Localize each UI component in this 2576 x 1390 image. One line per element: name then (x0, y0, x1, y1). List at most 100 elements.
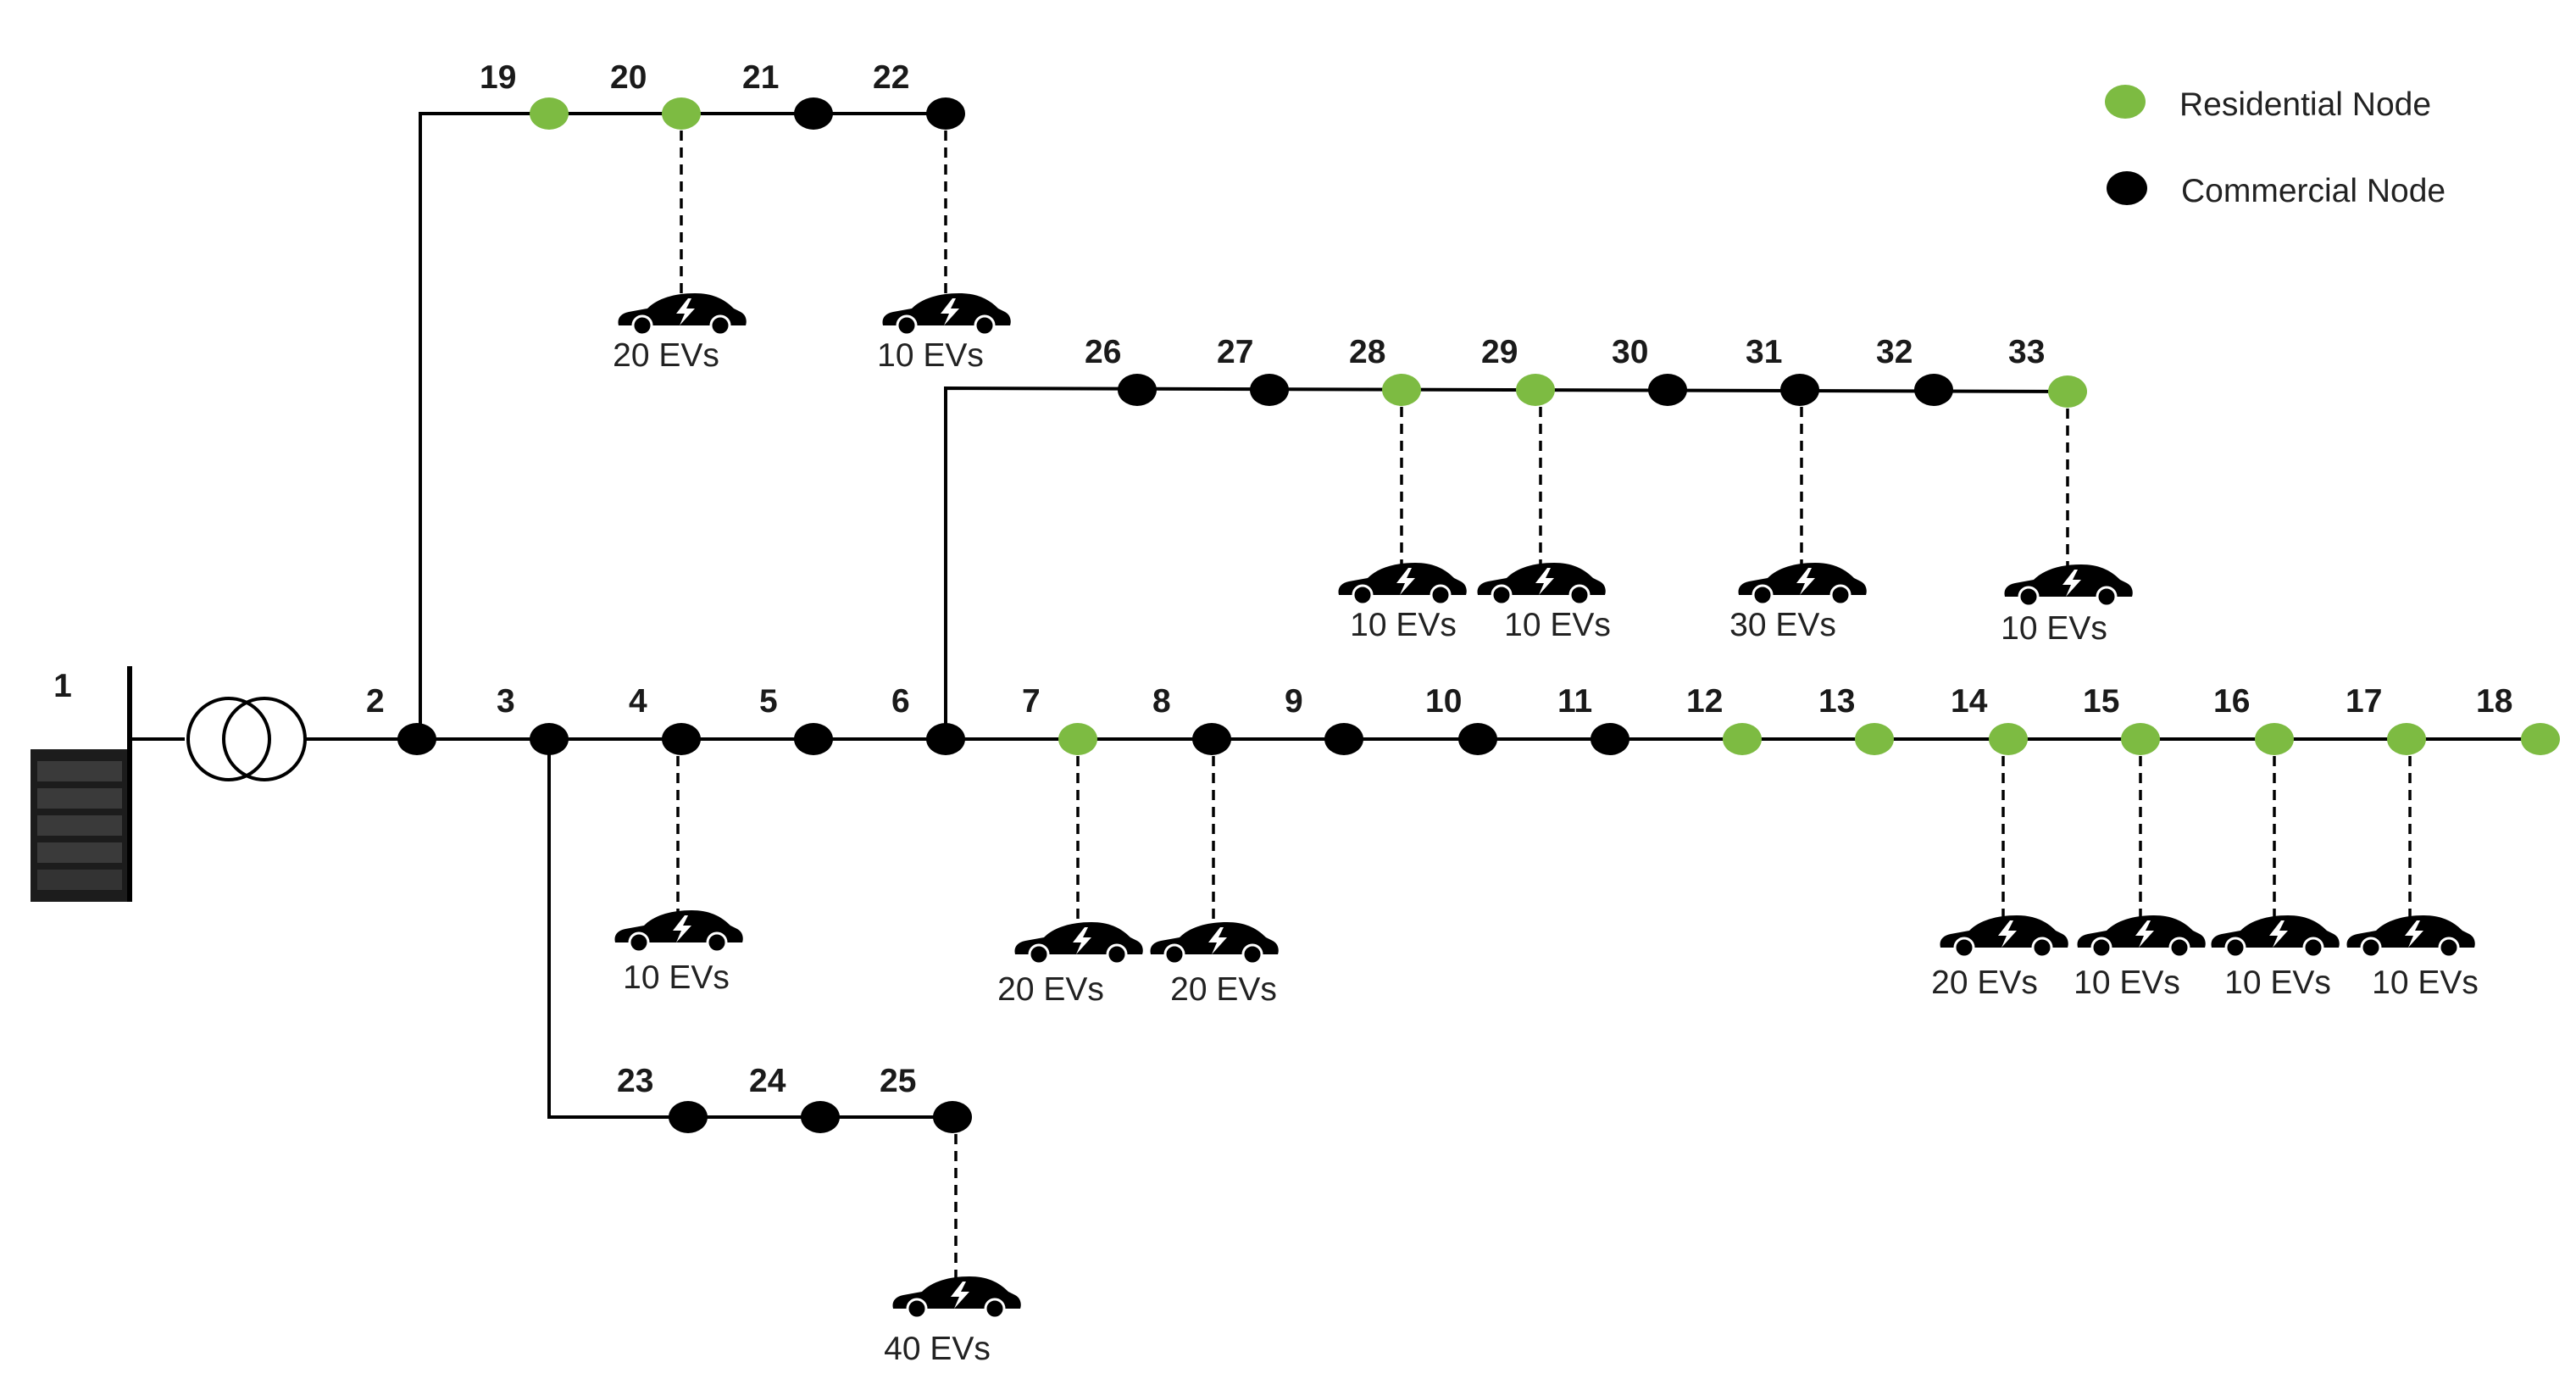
residential-node-33 (2048, 375, 2087, 408)
commercial-node-23 (669, 1101, 708, 1133)
node-label-31: 31 (1746, 334, 1782, 370)
node-label-8: 8 (1152, 683, 1171, 720)
legend-commercial-label: Commercial Node (2181, 173, 2446, 209)
node-label-6: 6 (891, 683, 910, 720)
commercial-node-10 (1458, 723, 1497, 755)
ev-count-label-7: 20 EVs (997, 971, 1104, 1008)
commercial-node-2 (397, 723, 436, 755)
ev-count-label-28: 10 EVs (1350, 607, 1457, 643)
commercial-node-6 (926, 723, 965, 755)
commercial-node-3 (530, 723, 569, 755)
legend: Residential Node Commercial Node (2105, 85, 2446, 209)
node-label-2: 2 (366, 683, 385, 720)
node-label-7: 7 (1022, 683, 1041, 720)
ev-count-label-16: 10 EVs (2224, 965, 2331, 1001)
commercial-node-31 (1780, 374, 1819, 406)
electric-car-icon (2076, 914, 2207, 958)
node-label-15: 15 (2083, 683, 2119, 720)
commercial-node-4 (662, 723, 701, 755)
electric-car-icon (1149, 920, 1280, 965)
node-label-21: 21 (742, 59, 779, 96)
legend-commercial-marker (2107, 171, 2147, 205)
node-label-23: 23 (617, 1063, 653, 1099)
node-label-12: 12 (1686, 683, 1723, 720)
residential-node-12 (1723, 723, 1762, 755)
legend-residential-label: Residential Node (2179, 86, 2431, 123)
residential-node-15 (2121, 723, 2160, 755)
node-label-22: 22 (873, 59, 909, 96)
commercial-node-26 (1118, 374, 1157, 406)
residential-node-29 (1516, 374, 1555, 406)
commercial-node-30 (1648, 374, 1687, 406)
node-label-24: 24 (749, 1063, 786, 1099)
residential-node-18 (2521, 723, 2560, 755)
ev-count-label-31: 30 EVs (1729, 607, 1836, 643)
node-label-16: 16 (2213, 683, 2250, 720)
node-label-14: 14 (1951, 683, 1988, 720)
node-label-18: 18 (2476, 683, 2512, 720)
electric-car-icon (1013, 920, 1145, 965)
node-label-1: 1 (53, 668, 72, 704)
node-label-4: 4 (629, 683, 647, 720)
node-label-5: 5 (759, 683, 778, 720)
ev-count-label-8: 20 EVs (1170, 971, 1277, 1008)
electric-car-icon (617, 292, 748, 336)
electric-car-icon (881, 292, 1013, 336)
commercial-node-25 (933, 1101, 972, 1133)
residential-node-19 (530, 97, 569, 130)
node-label-26: 26 (1085, 334, 1121, 370)
node-label-19: 19 (480, 59, 516, 96)
node-label-17: 17 (2346, 683, 2382, 720)
electric-car-icon (613, 909, 745, 953)
electric-car-icon (1939, 914, 2070, 958)
ev-count-label-17: 10 EVs (2372, 965, 2479, 1001)
ev-count-label-22: 10 EVs (877, 337, 984, 374)
node-label-13: 13 (1818, 683, 1855, 720)
residential-node-17 (2387, 723, 2426, 755)
residential-node-16 (2255, 723, 2294, 755)
ev-count-label-15: 10 EVs (2074, 965, 2180, 1001)
ev-count-label-14: 20 EVs (1931, 965, 2038, 1001)
residential-node-20 (662, 97, 701, 130)
electric-car-icon (2346, 914, 2477, 958)
node-layer (397, 97, 2560, 1133)
electric-car-icon (891, 1275, 1023, 1319)
node-label-20: 20 (610, 59, 647, 96)
node-label-9: 9 (1285, 683, 1303, 720)
ev-count-label-25: 40 EVs (884, 1331, 991, 1367)
node-label-29: 29 (1481, 334, 1518, 370)
node-label-27: 27 (1217, 334, 1253, 370)
node-label-11: 11 (1557, 683, 1592, 720)
residential-node-14 (1989, 723, 2028, 755)
node-label-3: 3 (497, 683, 515, 720)
node-label-28: 28 (1349, 334, 1385, 370)
commercial-node-5 (794, 723, 833, 755)
commercial-node-27 (1250, 374, 1289, 406)
residential-node-28 (1382, 374, 1421, 406)
commercial-node-9 (1324, 723, 1363, 755)
ev-count-label-33: 10 EVs (2001, 610, 2107, 647)
ev-count-label-29: 10 EVs (1504, 607, 1611, 643)
legend-residential-marker (2105, 85, 2146, 119)
network-lines (417, 112, 2540, 1119)
commercial-node-22 (926, 97, 965, 130)
electric-car-icon (2003, 563, 2135, 607)
commercial-node-21 (794, 97, 833, 130)
node-label-30: 30 (1612, 334, 1648, 370)
node-label-10: 10 (1425, 683, 1462, 720)
node-label-32: 32 (1876, 334, 1913, 370)
commercial-node-11 (1591, 723, 1629, 755)
commercial-node-24 (801, 1101, 840, 1133)
node-label-33: 33 (2008, 334, 2045, 370)
electric-car-icon (2210, 914, 2341, 958)
commercial-node-8 (1192, 723, 1231, 755)
ev-group-layer: 20 EVs 10 EVs 10 EVs 10 EVs 30 EVs 10 EVs 10 E… (613, 292, 2479, 1367)
electric-car-icon (1337, 561, 1468, 605)
electric-car-icon (1476, 561, 1607, 605)
ev-count-label-20: 20 EVs (613, 337, 719, 374)
ev-connection-lines (676, 131, 2412, 1278)
residential-node-7 (1058, 723, 1097, 755)
commercial-node-32 (1914, 374, 1953, 406)
